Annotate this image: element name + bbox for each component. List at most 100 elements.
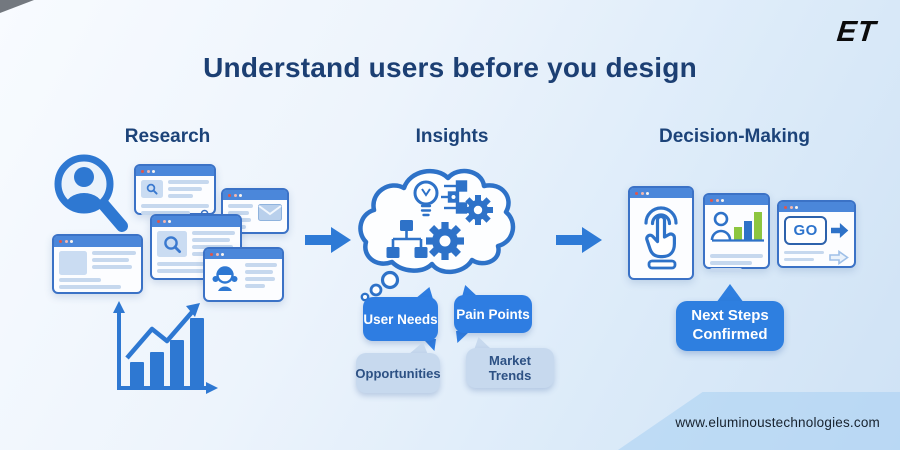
window-dot-icon (784, 205, 787, 209)
thumbnail (157, 231, 187, 257)
text-line-placeholder (784, 257, 814, 261)
text-line-placeholder (784, 250, 824, 254)
page-title: Understand users before you design (203, 52, 697, 83)
go-button: GO (784, 216, 828, 245)
thought-cloud-icon (358, 168, 516, 302)
et-logo: ET (835, 16, 878, 48)
text-line-placeholder (192, 238, 230, 242)
tap-click-icon (644, 206, 678, 270)
window-titlebar (223, 190, 287, 200)
window-dot-icon (228, 193, 231, 197)
window-dot-icon (64, 240, 68, 243)
window-titlebar (152, 216, 240, 227)
text-line-placeholder (245, 277, 275, 281)
thumbnail (141, 180, 163, 198)
confirmation-line2: Confirmed (692, 326, 768, 343)
window-titlebar (54, 236, 141, 247)
person-analytics-icon (710, 211, 764, 242)
text-line-placeholder (710, 261, 753, 265)
window-dot-icon (215, 252, 219, 256)
window-dot-icon (141, 169, 144, 173)
text-line-placeholder (245, 284, 265, 288)
text-line-placeholder (141, 204, 209, 208)
text-line-placeholder (710, 268, 742, 272)
gear-icon (426, 222, 464, 260)
window-dot-icon (168, 220, 171, 223)
section-label-decision: Decision-Making (659, 126, 810, 147)
browser-window-search-result (134, 164, 216, 220)
decision-window-tap (628, 186, 694, 280)
window-dot-icon (146, 169, 150, 173)
lightbulb-icon (413, 180, 439, 217)
next-steps-confirmed-label: Next Steps Confirmed (676, 301, 784, 351)
flowchart-icon (386, 220, 428, 258)
text-line-placeholder (59, 278, 102, 282)
speech-bubble-pain-points: Pain Points (454, 295, 532, 333)
go-arrow-icon (831, 223, 849, 238)
text-line-placeholder (245, 270, 273, 274)
text-line-placeholder (59, 285, 121, 289)
section-label-insights: Insights (415, 126, 489, 147)
text-line-placeholder (157, 262, 235, 266)
text-line-placeholder (92, 258, 130, 262)
speech-bubble-opportunities: Opportunities (355, 353, 441, 393)
browser-window-search (150, 214, 242, 280)
window-body (705, 205, 768, 279)
text-line-placeholder (168, 194, 193, 198)
window-dot-icon (715, 198, 719, 202)
node-list-icon (441, 180, 468, 214)
window-dot-icon (70, 240, 73, 243)
envelope-icon (258, 204, 282, 221)
search-icon (146, 183, 158, 195)
window-dot-icon (152, 169, 155, 173)
window-dot-icon (710, 198, 713, 202)
window-dot-icon (59, 240, 62, 243)
window-dot-icon (646, 191, 649, 195)
window-body (205, 259, 282, 297)
corner-accent (0, 0, 34, 13)
window-dot-icon (162, 220, 166, 223)
text-line-placeholder (710, 254, 763, 258)
gear-icon (463, 195, 493, 225)
support-person-icon (212, 266, 238, 291)
text-line-placeholder (228, 204, 253, 208)
decision-window-analytics (703, 193, 770, 272)
search-icon (163, 235, 181, 253)
text-line-placeholder (92, 251, 136, 255)
flow-arrow-icon (305, 227, 351, 253)
ghost-arrow-icon (829, 250, 849, 265)
window-body: GO (779, 212, 854, 269)
window-body (630, 198, 692, 276)
window-dot-icon (795, 205, 798, 209)
text-line-placeholder (157, 269, 204, 273)
window-body (152, 227, 240, 280)
window-titlebar (779, 202, 854, 212)
window-body (54, 247, 141, 296)
image-placeholder (59, 251, 87, 275)
decision-window-go: GO (777, 200, 856, 268)
speech-bubble-user-needs: User Needs (363, 297, 438, 341)
text-line-placeholder (141, 211, 190, 215)
text-line-placeholder (192, 245, 233, 249)
window-dot-icon (239, 193, 242, 197)
text-line-placeholder (245, 263, 277, 267)
window-dot-icon (233, 193, 237, 197)
window-dot-icon (789, 205, 793, 209)
growth-bar-chart-icon (113, 301, 218, 394)
window-dot-icon (721, 198, 724, 202)
browser-window-persona (203, 247, 284, 302)
text-line-placeholder (168, 180, 209, 184)
section-label-research: Research (124, 126, 211, 147)
text-line-placeholder (92, 265, 133, 269)
window-dot-icon (635, 191, 638, 195)
user-search-magnifier-icon (54, 154, 128, 232)
window-titlebar (630, 188, 692, 198)
text-line-placeholder (192, 231, 235, 235)
browser-window-article (52, 234, 143, 294)
website-url: www.eluminoustechnologies.com (675, 415, 880, 430)
speech-bubble-market-trends: Market Trends (466, 348, 554, 388)
window-titlebar (136, 166, 214, 176)
text-line-placeholder (228, 211, 250, 215)
window-dot-icon (157, 220, 160, 223)
